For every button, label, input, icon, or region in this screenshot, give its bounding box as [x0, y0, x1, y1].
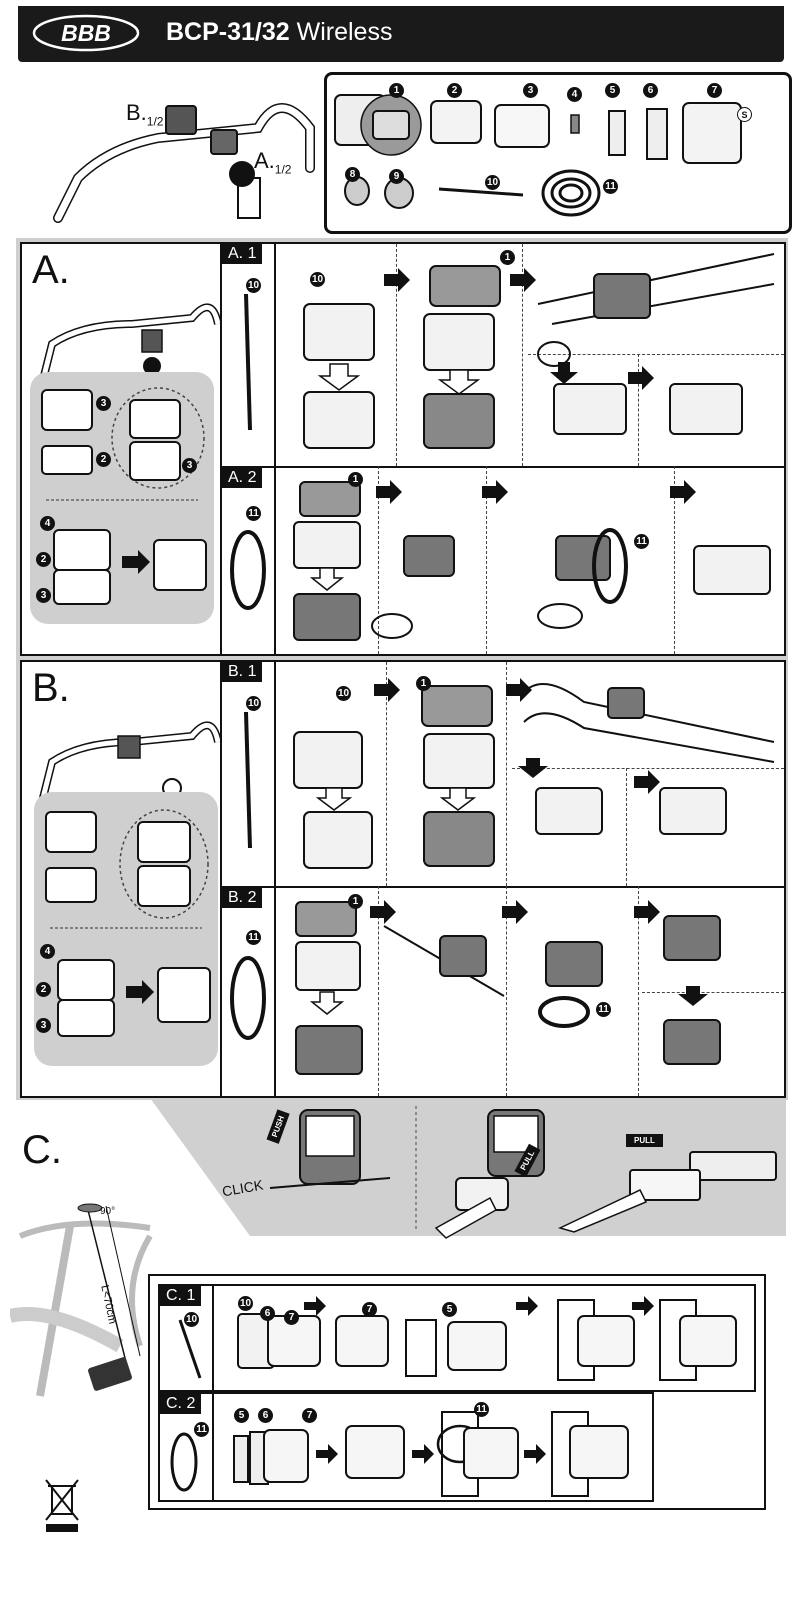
- callout-10d: 10: [336, 686, 351, 701]
- model-subtitle: Wireless: [296, 18, 393, 46]
- part-number-7: 7: [707, 83, 722, 98]
- step-a2-tag: A. 2: [222, 468, 263, 488]
- header-bar: BBB BCP-31/32 Wireless: [18, 6, 784, 62]
- model-name: BCP-31/32: [166, 18, 290, 46]
- section-a-step-column: [220, 244, 276, 654]
- callout-11b: 11: [634, 534, 649, 549]
- callout-6b: 6: [258, 1408, 273, 1423]
- callout-10: 10: [246, 278, 261, 293]
- callout-5: 5: [442, 1302, 457, 1317]
- section-a-divider: [220, 466, 784, 468]
- step-c2-tag: C. 2: [160, 1394, 202, 1414]
- divider: [486, 466, 487, 654]
- divider: [396, 244, 397, 466]
- callout-11e: 11: [194, 1422, 209, 1437]
- section-b-detail-bubble: 4 2 3: [34, 792, 218, 1066]
- section-c-letter: C.: [22, 1128, 62, 1172]
- part-number-11: 11: [603, 179, 618, 194]
- section-b-divider: [220, 886, 784, 888]
- overview-illustration: B.1/2 A.1/2: [18, 68, 318, 236]
- label-a-position: A.1/2: [254, 148, 292, 177]
- callout-2b: 2: [36, 552, 51, 567]
- callout-11c: 11: [246, 930, 261, 945]
- bike-frame-diagram: 90° L<70cm: [10, 1196, 160, 1410]
- divider: [638, 354, 639, 466]
- crossed-bin-icon: [44, 1478, 80, 1534]
- section-b-letter: B.: [32, 666, 70, 710]
- divider: [638, 886, 639, 1096]
- part-number-3: 3: [523, 83, 538, 98]
- section-b: B. 4 2 3 B. 1 B. 2 10 11: [20, 660, 786, 1098]
- callout-10b: 10: [310, 272, 325, 287]
- divider: [212, 1286, 214, 1390]
- part-number-4: 4: [567, 87, 582, 102]
- callout-3b: 3: [182, 458, 197, 473]
- callout-3d: 3: [36, 1018, 51, 1033]
- callout-1d: 1: [348, 894, 363, 909]
- divider: [506, 662, 507, 886]
- bbb-logo: BBB: [32, 14, 140, 52]
- callout-1: 1: [500, 250, 515, 265]
- callout-4b: 4: [40, 944, 55, 959]
- part-number-1: 1: [389, 83, 404, 98]
- callout-7c: 7: [302, 1408, 317, 1423]
- callout-11f: 11: [474, 1402, 489, 1417]
- section-a: A. 3 2 3 4 2 3 A. 1 A. 2 10: [20, 242, 786, 656]
- part-number-9: 9: [389, 169, 404, 184]
- callout-11: 11: [246, 506, 261, 521]
- divider: [528, 354, 784, 355]
- step-c2-panel: C. 2 11 5 6 7 11: [158, 1392, 654, 1502]
- pull-label-horizontal: PULL: [626, 1134, 663, 1147]
- callout-10e: 10: [184, 1312, 199, 1327]
- callout-1b: 1: [348, 472, 363, 487]
- divider: [512, 768, 784, 769]
- callout-3c: 3: [36, 588, 51, 603]
- divider: [674, 466, 675, 654]
- section-c-mount-panel: C. PUSH CLICK PULL PULL: [0, 1098, 802, 1248]
- part-number-8: 8: [345, 167, 360, 182]
- brand-text: BBB: [61, 20, 111, 46]
- part-number-10: 10: [485, 175, 500, 190]
- part-number-5: 5: [605, 83, 620, 98]
- callout-7: 7: [284, 1310, 299, 1325]
- divider: [386, 662, 387, 886]
- step-b1-tag: B. 1: [222, 662, 263, 682]
- divider: [522, 244, 523, 466]
- section-b-step-column: [220, 662, 276, 1096]
- step-c1-panel: C. 1 10 10 6 7 7 5: [158, 1284, 756, 1392]
- callout-2: 2: [96, 452, 111, 467]
- parts-list-box: 1 2 3 4 5 6 7 S 8 9 10 11: [324, 72, 792, 234]
- divider: [506, 886, 507, 1096]
- step-a1-tag: A. 1: [222, 244, 263, 264]
- section-c-steps-box: C. 1 10 10 6 7 7 5 C. 2: [148, 1274, 766, 1510]
- callout-4: 4: [40, 516, 55, 531]
- callout-6: 6: [260, 1306, 275, 1321]
- label-b-position: B.1/2: [126, 100, 164, 129]
- step-c1-tag: C. 1: [160, 1286, 202, 1306]
- section-a-detail-bubble: 3 2 3 4 2 3: [30, 372, 214, 624]
- part-label-s: S: [737, 107, 752, 122]
- divider: [642, 992, 784, 993]
- callout-10f: 10: [238, 1296, 253, 1311]
- part-number-2: 2: [447, 83, 462, 98]
- step-b2-tag: B. 2: [222, 888, 263, 908]
- callout-10c: 10: [246, 696, 261, 711]
- callout-11d: 11: [596, 1002, 611, 1017]
- callout-5b: 5: [234, 1408, 249, 1423]
- section-a-letter: A.: [32, 248, 70, 292]
- callout-7b: 7: [362, 1302, 377, 1317]
- callout-3: 3: [96, 396, 111, 411]
- divider: [212, 1394, 214, 1500]
- divider: [626, 768, 627, 886]
- callout-1c: 1: [416, 676, 431, 691]
- divider: [378, 466, 379, 654]
- angle-label: 90°: [100, 1206, 116, 1217]
- product-title: BCP-31/32 Wireless: [166, 18, 392, 47]
- callout-2c: 2: [36, 982, 51, 997]
- divider: [378, 886, 379, 1096]
- part-number-6: 6: [643, 83, 658, 98]
